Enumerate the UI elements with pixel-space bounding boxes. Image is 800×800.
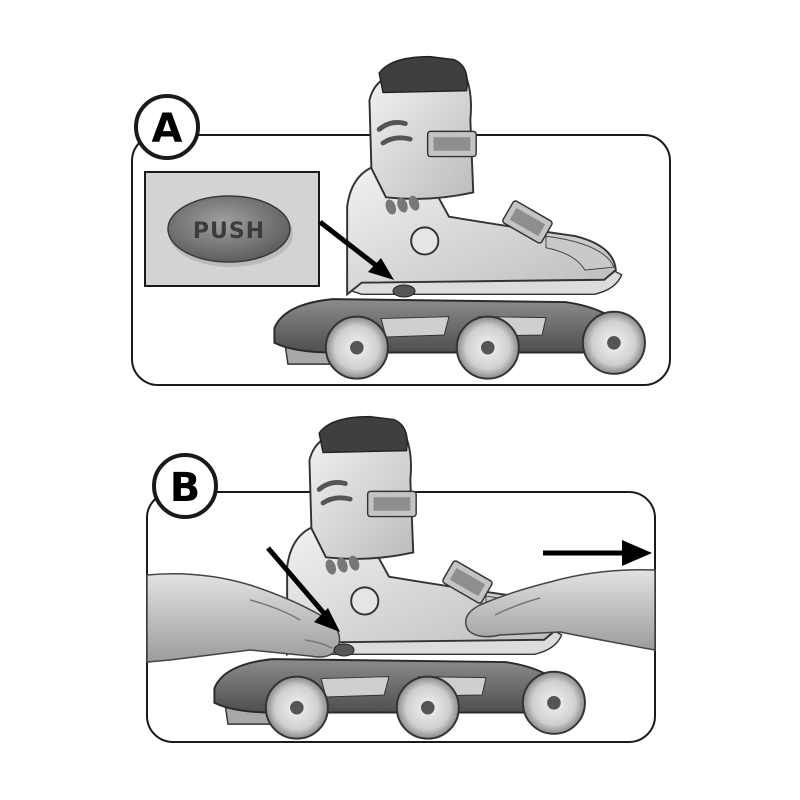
step-b-panel: B <box>146 417 656 743</box>
direction-arrow-right-icon <box>543 540 652 566</box>
step-b-badge: B <box>152 453 218 519</box>
step-a-label: A <box>152 106 183 152</box>
hand-right-icon <box>465 569 656 651</box>
push-button-text: PUSH <box>193 219 265 244</box>
push-button-icon <box>167 195 291 263</box>
step-b-label: B <box>170 465 201 511</box>
push-button-on-skate-b <box>333 643 355 657</box>
step-a-panel: PUSH A <box>131 57 671 386</box>
pointing-arrow-b <box>266 546 340 632</box>
push-button-on-skate-a <box>392 284 416 298</box>
step-a-badge: A <box>134 94 200 160</box>
pointing-arrow-a <box>318 220 394 280</box>
push-button-inset: PUSH <box>144 171 320 287</box>
